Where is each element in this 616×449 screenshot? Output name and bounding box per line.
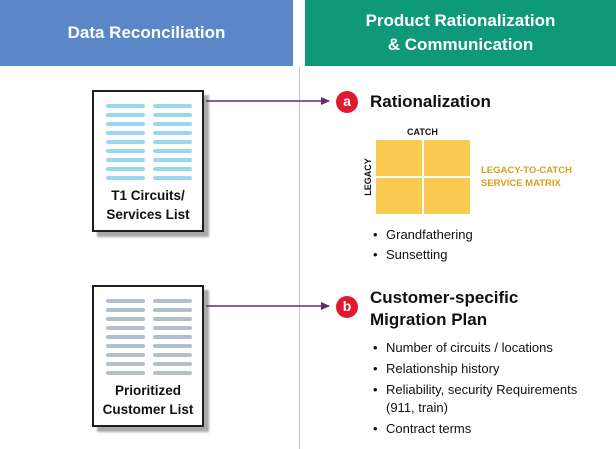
document-prioritized-customers: Prioritized Customer List (92, 285, 204, 427)
matrix-caption-line2: SERVICE MATRIX (481, 178, 561, 189)
header-product-rationalization: Product Rationalization & Communication (305, 0, 616, 66)
list-item: Relationship history (373, 360, 613, 378)
document-label-line2: Services List (106, 207, 190, 222)
badge-a: a (336, 91, 358, 113)
document-label: T1 Circuits/ Services List (94, 186, 202, 224)
matrix-cell (424, 140, 470, 176)
section-title-migration-plan: Customer-specific Migration Plan (370, 287, 518, 331)
list-item-continuation: (911, train) (386, 400, 448, 415)
document-lines (106, 299, 192, 380)
migration-plan-bullet-list: Number of circuits / locations Relations… (373, 339, 613, 441)
document-label: Prioritized Customer List (94, 381, 202, 419)
list-item: Sunsetting (373, 245, 473, 265)
column-divider (299, 66, 300, 449)
document-label-line2: Customer List (102, 402, 194, 417)
legacy-to-catch-matrix (376, 140, 470, 214)
list-item-text: Reliability, security Requirements (386, 382, 578, 397)
header-data-reconciliation: Data Reconciliation (0, 0, 293, 66)
matrix-side-label: LEGACY (362, 158, 373, 196)
section-title-rationalization: Rationalization (370, 92, 491, 111)
matrix-top-label: CATCH (407, 127, 438, 137)
list-item: Grandfathering (373, 225, 473, 245)
section-title-line2: Migration Plan (370, 310, 488, 329)
matrix-cell (424, 178, 470, 214)
list-item: Reliability, security Requirements (911,… (373, 381, 613, 417)
header-right-title-line1: Product Rationalization (365, 11, 556, 30)
matrix-caption-line1: LEGACY-TO-CATCH (481, 165, 572, 176)
list-item: Number of circuits / locations (373, 339, 613, 357)
list-item: Contract terms (373, 420, 613, 438)
matrix-caption: LEGACY-TO-CATCH SERVICE MATRIX (481, 164, 572, 190)
document-lines (106, 104, 192, 185)
matrix-cell (376, 178, 422, 214)
badge-b: b (336, 296, 358, 318)
rationalization-bullet-list: Grandfathering Sunsetting (373, 225, 473, 265)
section-title-line1: Customer-specific (370, 288, 519, 307)
header-left-title: Data Reconciliation (67, 23, 226, 42)
document-label-line1: Prioritized (114, 383, 181, 398)
document-label-line1: T1 Circuits/ (111, 188, 185, 203)
header-right-title-line2: & Communication (387, 35, 534, 54)
matrix-cell (376, 140, 422, 176)
document-t1-circuits: T1 Circuits/ Services List (92, 90, 204, 232)
